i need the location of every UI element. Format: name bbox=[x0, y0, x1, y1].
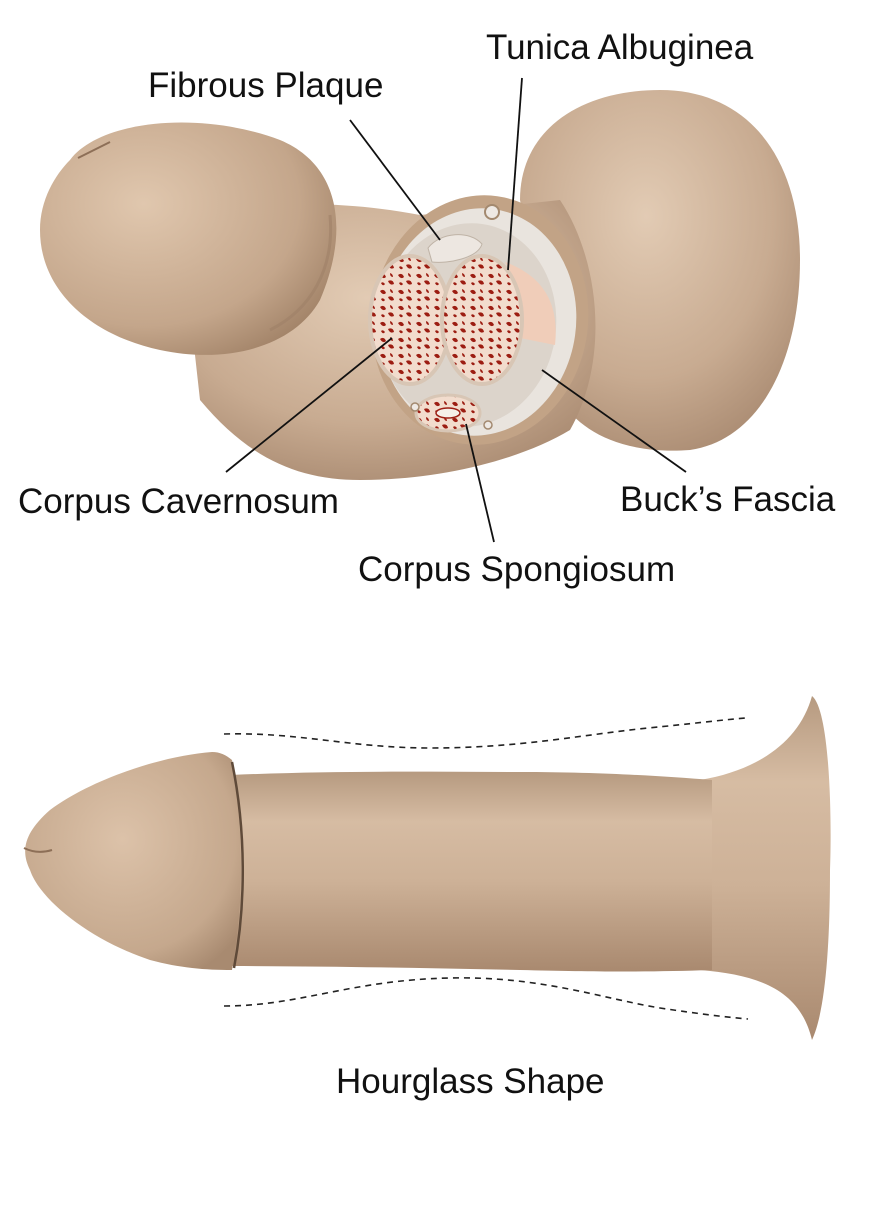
label-bucks-fascia: Buck’s Fascia bbox=[620, 480, 836, 519]
vessel-right bbox=[483, 420, 493, 430]
label-tunica-albuginea: Tunica Albuginea bbox=[486, 28, 754, 67]
leader-corpus-cavernosum bbox=[225, 337, 393, 473]
top-glans bbox=[40, 122, 337, 355]
vessel-left bbox=[410, 402, 420, 412]
top-meatus bbox=[77, 141, 111, 159]
bottom-base-flare bbox=[700, 696, 831, 1040]
fibrous-plaque bbox=[427, 234, 483, 263]
label-hourglass-shape: Hourglass Shape bbox=[336, 1062, 605, 1101]
leader-tunica-albuginea bbox=[507, 77, 523, 271]
label-fibrous-plaque: Fibrous Plaque bbox=[148, 66, 384, 105]
tunica-pink-patch bbox=[505, 262, 556, 345]
top-corona-shadow bbox=[269, 214, 333, 332]
bottom-corona bbox=[230, 761, 245, 969]
dashed-outline-bottom bbox=[223, 977, 749, 1020]
bottom-figure bbox=[23, 696, 831, 1040]
bottom-meatus bbox=[23, 847, 53, 853]
bottom-glans bbox=[25, 752, 242, 970]
leader-corpus-spongiosum bbox=[465, 423, 495, 543]
vessel-dorsal bbox=[484, 204, 500, 220]
dashed-outline-top bbox=[223, 717, 747, 749]
bottom-shaft bbox=[210, 771, 712, 972]
corpus-cavernosum-right bbox=[440, 254, 524, 386]
corpus-cavernosum-left bbox=[368, 254, 452, 386]
leader-fibrous-plaque bbox=[349, 119, 441, 241]
top-figure bbox=[40, 77, 800, 543]
label-corpus-spongiosum: Corpus Spongiosum bbox=[358, 550, 676, 589]
leader-bucks-fascia bbox=[541, 369, 687, 473]
urethra bbox=[435, 407, 461, 419]
label-corpus-cavernosum: Corpus Cavernosum bbox=[18, 482, 339, 521]
